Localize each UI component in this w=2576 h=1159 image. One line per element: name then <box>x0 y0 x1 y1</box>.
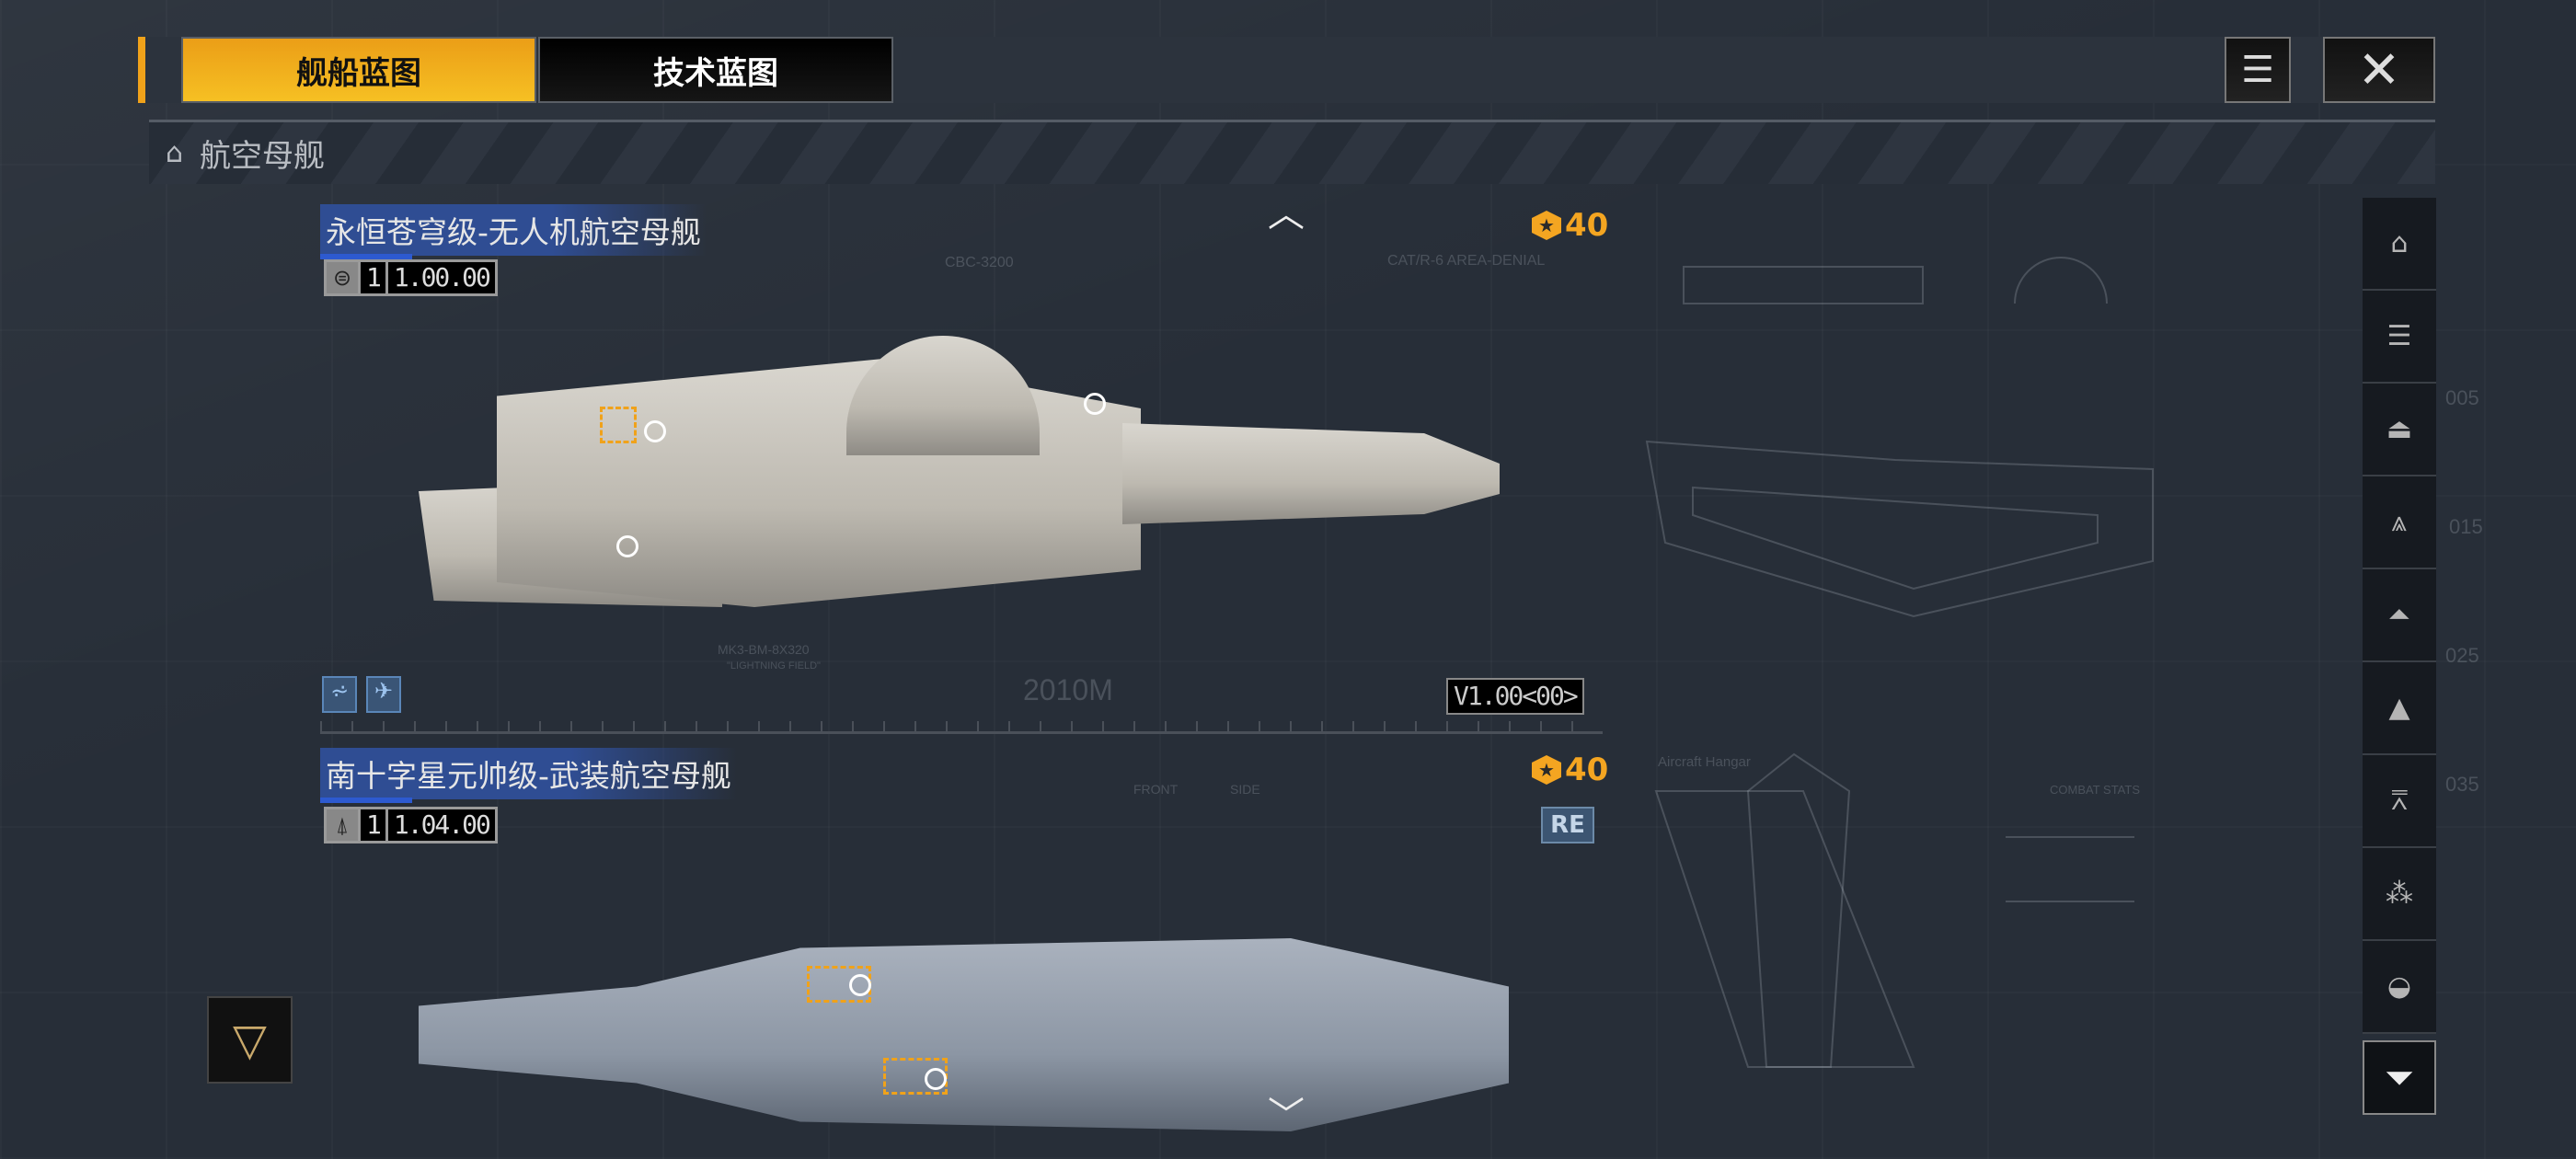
tab-tech-blueprint[interactable]: 技术蓝图 <box>538 37 893 103</box>
re-badge: RE <box>1541 807 1594 843</box>
ship-bow <box>1122 423 1500 524</box>
rank-star-icon: ★ <box>1532 755 1561 785</box>
sidebar-item-corvette[interactable]: ▲ <box>2363 662 2436 755</box>
hardpoint-dot[interactable] <box>849 974 871 996</box>
ship-name: 永恒苍穹级-无人机航空母舰 <box>320 204 707 259</box>
bp-tick-025: 025 <box>2445 644 2479 667</box>
ability-icon-1[interactable]: ⩫ <box>322 676 357 713</box>
rating-value: 1.00.00 <box>387 262 495 293</box>
document-button[interactable]: ☰ <box>2225 37 2291 103</box>
hardpoint-dot[interactable] <box>644 420 666 442</box>
close-button[interactable]: ✕ <box>2323 37 2435 103</box>
ship-hull-main <box>497 359 1141 607</box>
filter-button[interactable]: ⏷ <box>2363 1040 2436 1115</box>
ship-cost: ★40 <box>1532 752 1608 788</box>
scroll-down-chevron-icon[interactable]: ﹀ <box>1268 1095 1305 1137</box>
carrier-icon: ⌂ <box>2390 227 2409 259</box>
carrier-category-icon: ⌂ <box>166 137 184 169</box>
battleship-icon: ☰ <box>2386 320 2412 352</box>
corvette-icon: ▲ <box>2388 692 2410 724</box>
bp-label-combat: COMBAT STATS <box>2050 783 2140 797</box>
cost-value: 40 <box>1565 207 1609 244</box>
frigate-icon: ⏶ <box>2388 599 2410 631</box>
ship-rating: ⊜ 1 1.00.00 <box>324 259 498 296</box>
category-label: 航空母舰 <box>200 138 326 175</box>
ship-rating: ⍋ 1 1.04.00 <box>324 807 498 843</box>
close-icon: ✕ <box>2357 40 2401 100</box>
sidebar-item-carrier[interactable]: ⌂ <box>2363 198 2436 291</box>
auxiliary-icon: ◒ <box>2386 970 2412 1003</box>
drone-type-icon: ⊜ <box>327 262 358 293</box>
triangle-down-icon: ▽ <box>233 1014 267 1066</box>
hardpoint-dot[interactable] <box>616 535 638 557</box>
ship-hull <box>419 938 1509 1131</box>
hardpoint-marker[interactable] <box>600 407 637 443</box>
ship-dome <box>846 336 1040 455</box>
rank-star-icon: ★ <box>1532 211 1561 240</box>
scroll-up-chevron-icon[interactable]: ︿ <box>1268 193 1305 235</box>
squadron-icon: ⁂ <box>2386 878 2413 910</box>
ship-type-sidebar: ⌂ ☰ ⏏ ⩓ ⏶ ▲ ⩞ ⁂ ◒ <box>2363 198 2436 1034</box>
bp-label-lightning: "LIGHTNING FIELD" <box>727 660 821 671</box>
bp-label-cbc: CBC-3200 <box>945 255 1014 270</box>
sidebar-item-squadron[interactable]: ⁂ <box>2363 848 2436 941</box>
bp-tick-035: 035 <box>2445 773 2479 796</box>
length-ruler <box>320 721 1603 734</box>
ship-cost: ★40 <box>1532 207 1608 244</box>
carrier-type-icon: ⍋ <box>327 809 358 841</box>
hardpoint-dot[interactable] <box>1084 393 1106 415</box>
bp-label-cat: CAT/R-6 AREA-DENIAL <box>1387 253 1546 269</box>
category-header: ⌂ 航空母舰 <box>149 120 2435 184</box>
sidebar-item-cruiser[interactable]: ⏏ <box>2363 384 2436 476</box>
bp-label-mk3: MK3-BM-8X320 <box>718 642 810 657</box>
rating-prefix: 1 <box>361 809 385 841</box>
sidebar-item-battleship[interactable]: ☰ <box>2363 291 2436 384</box>
bp-label-front: FRONT <box>1133 782 1179 797</box>
blueprint-drawing <box>1645 257 2154 1068</box>
bp-label-length: 2010M <box>1023 673 1113 706</box>
sidebar-item-destroyer[interactable]: ⩓ <box>2363 476 2436 569</box>
bp-label-hangar: Aircraft Hangar <box>1658 754 1751 770</box>
ship-card-2[interactable]: 南十字星元帅级-武装航空母舰 ⍋ 1 1.04.00 ★40 RE <box>313 740 1619 1159</box>
ship-card-1[interactable]: 永恒苍穹级-无人机航空母舰 ⊜ 1 1.00.00 ★40 ⩫ ✈ V1.00<… <box>313 193 1619 734</box>
bp-label-side: SIDE <box>1230 782 1260 797</box>
ability-icon-2[interactable]: ✈ <box>366 676 401 713</box>
sidebar-item-frigate[interactable]: ⏶ <box>2363 569 2436 662</box>
version-label: V1.00<00> <box>1446 678 1584 715</box>
tab-ship-blueprint[interactable]: 舰船蓝图 <box>181 37 536 103</box>
sidebar-item-auxiliary[interactable]: ◒ <box>2363 941 2436 1034</box>
bp-tick-005: 005 <box>2445 386 2479 409</box>
top-accent <box>138 37 145 103</box>
ship-name: 南十字星元帅级-武装航空母舰 <box>320 748 737 803</box>
cruiser-icon: ⏏ <box>2386 413 2413 445</box>
hardpoint-dot[interactable] <box>925 1068 947 1090</box>
document-icon: ☰ <box>2241 49 2274 91</box>
cost-value: 40 <box>1565 752 1609 788</box>
rating-prefix: 1 <box>361 262 385 293</box>
destroyer-icon: ⩓ <box>2391 506 2408 538</box>
fighter-icon: ⩞ <box>2390 785 2409 817</box>
bp-tick-015: 015 <box>2449 515 2483 538</box>
rating-value: 1.04.00 <box>387 809 495 841</box>
expand-menu-button[interactable]: ▽ <box>207 996 293 1084</box>
filter-icon: ⏷ <box>2385 1056 2414 1099</box>
sidebar-item-fighter[interactable]: ⩞ <box>2363 755 2436 848</box>
